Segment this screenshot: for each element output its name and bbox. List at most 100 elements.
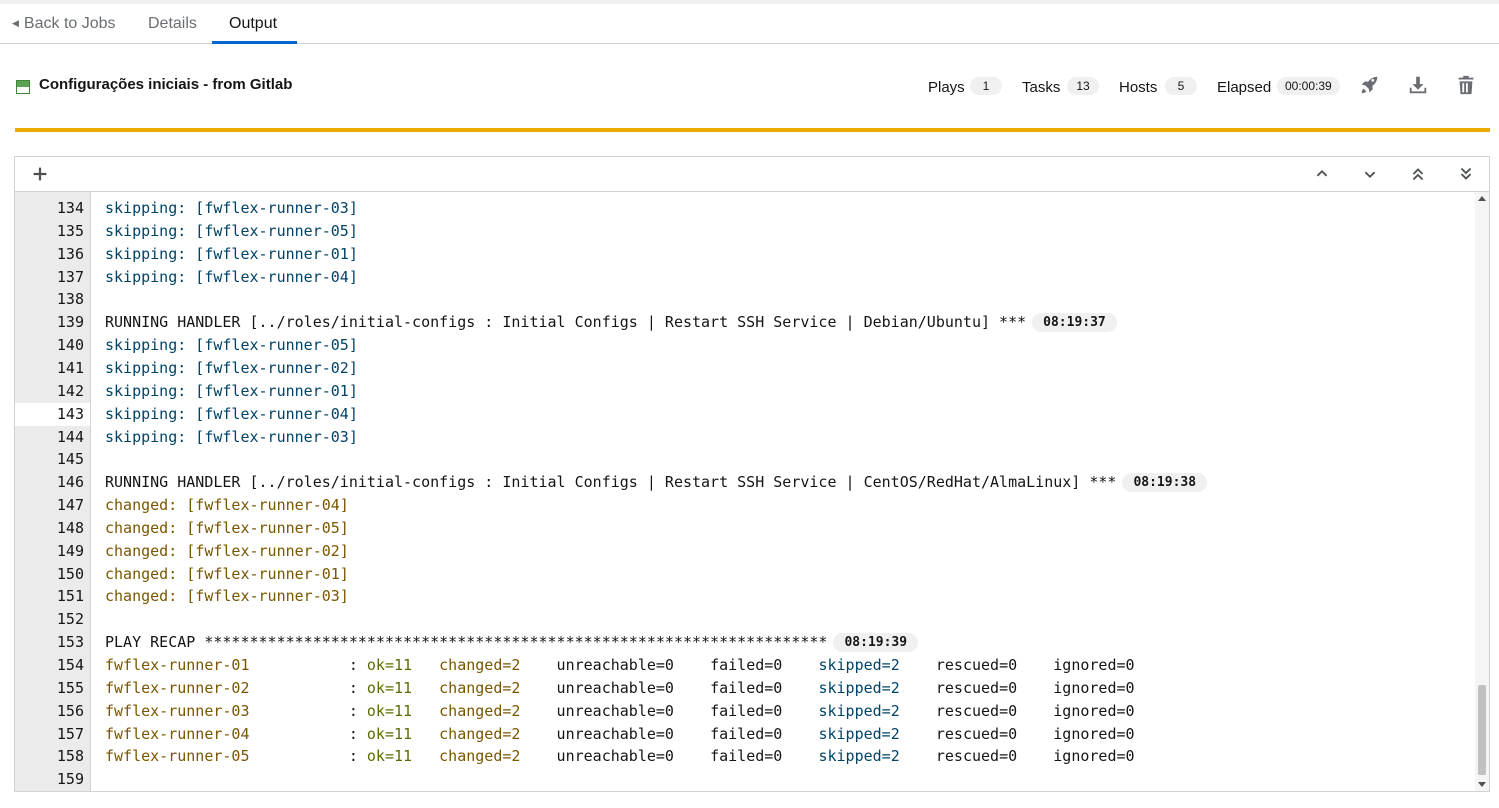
line-segment: rescued=0 ignored=0: [899, 747, 1135, 766]
scroll-up-arrow-icon[interactable]: [1478, 196, 1486, 201]
line-segment: changed: [fwflex-runner-05]: [105, 518, 349, 537]
line-text: skipping: [fwflex-runner-05]: [105, 220, 358, 243]
log-line: 136 skipping: [fwflex-runner-01]: [15, 243, 1475, 266]
scroll-last-icon: [1460, 167, 1472, 180]
line-segment: rescued=0 ignored=0: [899, 724, 1135, 743]
log-line: 159: [15, 768, 1475, 791]
line-number: 138: [56, 290, 84, 309]
hosts-count-badge: 5: [1165, 77, 1197, 95]
scroll-next-button[interactable]: [1359, 163, 1381, 185]
line-number: 141: [56, 358, 84, 377]
expand-all-button[interactable]: [29, 163, 51, 185]
line-number: 148: [56, 518, 84, 537]
line-segment: skipping: [fwflex-runner-01]: [105, 381, 358, 400]
line-segment: skipped=2: [818, 656, 900, 674]
line-text: changed: [fwflex-runner-04]: [105, 494, 349, 517]
line-segment: RUNNING HANDLER [../roles/initial-config…: [105, 313, 1027, 332]
log-line: 138: [15, 288, 1475, 311]
download-icon: [1409, 76, 1427, 94]
line-segment: [412, 725, 439, 743]
line-text: fwflex-runner-01 : ok=11 changed=2 unrea…: [105, 654, 1135, 677]
line-text: fwflex-runner-05 : ok=11 changed=2 unrea…: [105, 745, 1135, 768]
line-text: fwflex-runner-03 : ok=11 changed=2 unrea…: [105, 700, 1135, 723]
line-segment: skipping: [fwflex-runner-04]: [105, 404, 358, 423]
line-segment: skipped=2: [818, 724, 900, 743]
delete-job-button[interactable]: [1455, 74, 1477, 96]
line-number: 145: [56, 450, 84, 469]
relaunch-rocket-icon: [1361, 76, 1378, 94]
line-segment: RUNNING HANDLER [../roles/initial-config…: [105, 473, 1117, 492]
line-segment: [412, 679, 439, 697]
line-number: 149: [56, 541, 84, 560]
job-status-icon: [16, 80, 30, 94]
log-line: 135 skipping: [fwflex-runner-05]: [15, 220, 1475, 243]
scroll-previous-button[interactable]: [1311, 163, 1333, 185]
line-segment: PLAY RECAP *****************************…: [105, 633, 828, 652]
line-number: 151: [56, 587, 84, 606]
download-output-button[interactable]: [1407, 74, 1429, 96]
line-segment: skipping: [fwflex-runner-04]: [105, 267, 358, 286]
line-segment: fwflex-runner-04: [105, 724, 250, 743]
line-number: 144: [56, 427, 84, 446]
line-segment: :: [249, 656, 367, 674]
tab-details[interactable]: Details: [148, 15, 197, 32]
line-text: skipping: [fwflex-runner-04]: [105, 266, 358, 289]
plays-count-badge: 1: [970, 77, 1002, 95]
line-segment: skipping: [fwflex-runner-05]: [105, 336, 358, 355]
scrollbar-thumb[interactable]: [1478, 685, 1486, 775]
line-segment: rescued=0 ignored=0: [899, 701, 1135, 720]
line-segment: changed=2: [439, 724, 521, 743]
line-text: RUNNING HANDLER [../roles/initial-config…: [105, 311, 1117, 334]
scroll-previous-icon: [1316, 169, 1328, 177]
log-line: 152: [15, 608, 1475, 631]
output-toolbar: [15, 157, 1489, 192]
line-number: 146: [56, 473, 84, 492]
scroll-down-arrow-icon[interactable]: [1478, 782, 1486, 787]
line-text: skipping: [fwflex-runner-01]: [105, 243, 358, 266]
line-segment: changed: [fwflex-runner-04]: [105, 496, 349, 515]
line-number: 134: [56, 199, 84, 217]
line-segment: :: [249, 747, 367, 766]
timestamp-badge: 08:19:37: [1032, 313, 1117, 333]
line-segment: changed: [fwflex-runner-02]: [105, 541, 349, 560]
elapsed-time-badge: 00:00:39: [1277, 77, 1340, 95]
relaunch-button[interactable]: [1359, 74, 1381, 96]
line-number: 136: [56, 244, 84, 263]
log-line: 134 skipping: [fwflex-runner-03]: [15, 197, 1475, 220]
line-number: 135: [56, 221, 84, 240]
line-segment: skipping: [fwflex-runner-01]: [105, 244, 358, 263]
job-title: Configurações iniciais - from Gitlab: [39, 76, 293, 93]
line-segment: [412, 702, 439, 720]
line-number-gutter: [15, 192, 91, 791]
log-line: 148 changed: [fwflex-runner-05]: [15, 517, 1475, 540]
scroll-first-button[interactable]: [1407, 163, 1429, 185]
line-number: 143: [15, 402, 90, 426]
job-output-panel: 134 skipping: [fwflex-runner-03] 135 skippi…: [14, 156, 1490, 792]
scroll-last-button[interactable]: [1455, 163, 1477, 185]
line-segment: changed=2: [439, 678, 521, 697]
line-text: PLAY RECAP *****************************…: [105, 631, 919, 654]
elapsed-label: Elapsed: [1217, 79, 1272, 96]
line-segment: skipping: [fwflex-runner-03]: [105, 199, 358, 217]
output-log: 134 skipping: [fwflex-runner-03] 135 skippi…: [15, 192, 1489, 791]
expand-plus-icon: [33, 167, 47, 181]
line-number: 158: [56, 747, 84, 766]
line-segment: changed=2: [439, 747, 521, 766]
line-segment: fwflex-runner-02: [105, 678, 250, 697]
line-number: 159: [56, 770, 84, 789]
log-line: 149 changed: [fwflex-runner-02]: [15, 540, 1475, 563]
line-segment: fwflex-runner-05: [105, 747, 250, 766]
tab-output[interactable]: Output: [229, 15, 278, 32]
output-scrollbar[interactable]: [1475, 192, 1489, 791]
line-segment: unreachable=0 failed=0: [520, 678, 819, 697]
line-text: skipping: [fwflex-runner-01]: [105, 380, 358, 403]
line-segment: rescued=0 ignored=0: [899, 656, 1135, 674]
back-to-jobs-tab[interactable]: ◀Back to Jobs: [12, 4, 116, 43]
